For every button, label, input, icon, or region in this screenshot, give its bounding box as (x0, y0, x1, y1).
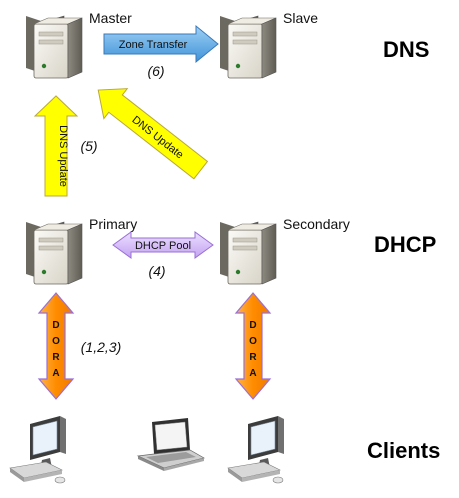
clients-section-title: Clients (367, 438, 440, 463)
slave-server-icon (219, 15, 277, 79)
zone-transfer-label: Zone Transfer (119, 39, 188, 51)
dora-right-d: D (249, 320, 256, 331)
master-server-icon (25, 15, 83, 79)
secondary-server-icon (219, 221, 277, 285)
slave-label: Slave (283, 10, 318, 26)
dora-left-r: R (52, 352, 60, 363)
dora-left-d: D (52, 320, 59, 331)
primary-label: Primary (89, 216, 137, 232)
dora-right-o: O (249, 336, 257, 347)
secondary-label: Secondary (283, 216, 350, 232)
master-label: Master (89, 10, 132, 26)
dns-update-vertical-label: DNS Update (57, 125, 69, 187)
dora-right-r: R (249, 352, 257, 363)
dns-update-diagonal-arrow: DNS Update (97, 88, 209, 180)
dns-update-vertical-arrow: DNS Update (33, 95, 79, 197)
dhcp-pool-arrow: DHCP Pool (112, 231, 214, 259)
step-4-label: (4) (148, 263, 165, 279)
step-5-label: (5) (80, 138, 97, 154)
dns-section-title: DNS (383, 37, 429, 62)
zone-transfer-arrow: Zone Transfer (103, 24, 219, 64)
dhcp-section-title: DHCP (374, 232, 436, 257)
primary-server-icon (25, 221, 83, 285)
dora-right-arrow: D O R A (234, 292, 272, 400)
client-laptop-icon (137, 417, 205, 472)
dora-left-a: A (52, 368, 59, 379)
client-desktop-right-icon (227, 415, 285, 484)
step-6-label: (6) (147, 63, 164, 79)
step-1-2-3-label: (1,2,3) (81, 339, 121, 355)
dora-left-arrow: D O R A (37, 292, 75, 400)
client-desktop-left-icon (9, 415, 67, 484)
dora-left-o: O (52, 336, 60, 347)
dhcp-pool-label: DHCP Pool (135, 240, 191, 252)
dora-right-a: A (249, 368, 256, 379)
